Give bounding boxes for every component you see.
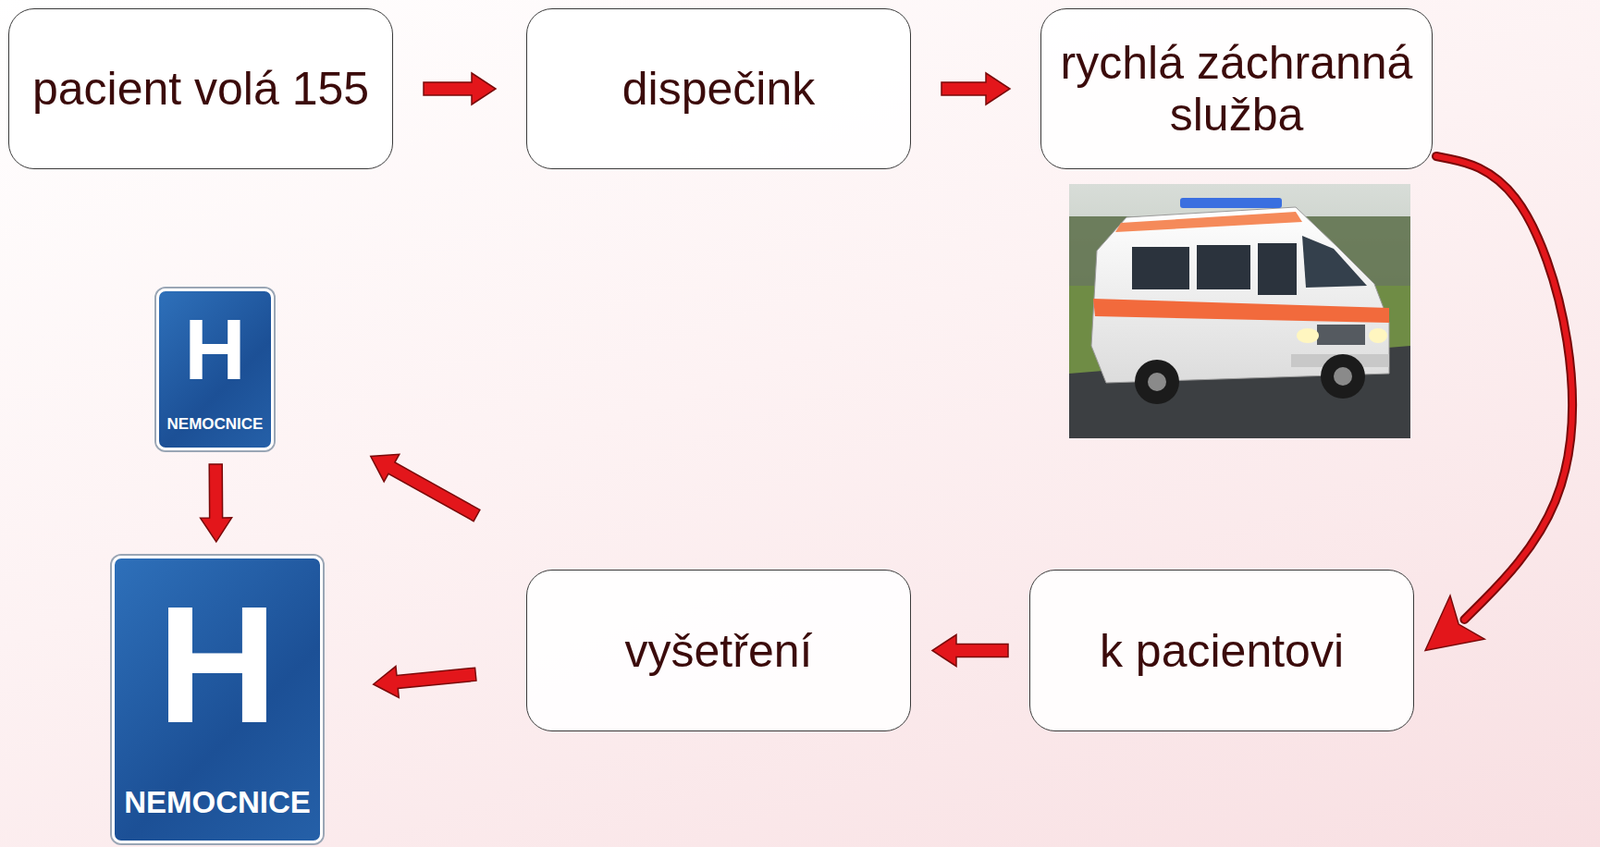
van-headlight	[1368, 328, 1388, 344]
step-label: k pacientovi	[1099, 625, 1344, 677]
block-arrow	[941, 73, 1010, 105]
process-box: vyšetření	[526, 569, 911, 732]
step-label: rychlá záchranná služba	[1052, 36, 1421, 141]
block-arrow	[370, 454, 480, 521]
van-window	[1257, 243, 1297, 296]
flow-arrow	[373, 666, 477, 699]
arrow-outline	[1436, 156, 1573, 620]
block-arrow	[932, 635, 1009, 667]
van-hub	[1333, 367, 1353, 386]
van-side-stripe	[1093, 298, 1390, 323]
flow-arrow	[423, 73, 496, 105]
block-arrow	[373, 666, 477, 699]
arrow-shaft	[1436, 156, 1573, 620]
step-label: dispečink	[622, 62, 815, 115]
block-arrow	[200, 464, 233, 542]
van-wheel	[1320, 354, 1366, 399]
van-top-stripe	[1115, 211, 1303, 233]
hospital-sign: H NEMOCNICE	[156, 288, 274, 451]
flow-arrow	[932, 635, 1009, 667]
process-box: dispečink	[526, 8, 911, 170]
van-window	[1132, 246, 1190, 290]
van-lightbar	[1180, 197, 1282, 209]
flow-arrow	[370, 454, 480, 521]
flow-arrow	[200, 464, 233, 542]
process-box: pacient volá 155	[8, 8, 394, 170]
step-label: vyšetření	[625, 625, 813, 677]
process-box: k pacientovi	[1029, 569, 1415, 732]
flow-arrow	[1425, 156, 1573, 652]
van-headlight	[1296, 328, 1319, 344]
flow-arrow	[941, 73, 1010, 105]
sign-letter: H	[157, 581, 278, 749]
van-windshield	[1302, 235, 1367, 288]
van-window	[1196, 245, 1251, 290]
step-label: pacient volá 155	[32, 62, 370, 115]
van-grille	[1316, 324, 1366, 345]
arrow-head	[1425, 595, 1485, 651]
van-hub	[1147, 372, 1167, 392]
process-box: rychlá záchranná služba	[1040, 8, 1433, 170]
hospital-sign: H NEMOCNICE	[111, 555, 323, 844]
ambulance-photo	[1069, 184, 1411, 439]
photo-sky	[1069, 184, 1411, 439]
sign-label: NEMOCNICE	[123, 787, 311, 818]
sign-letter: H	[184, 307, 246, 393]
block-arrow	[423, 73, 496, 105]
van-wheel	[1134, 359, 1180, 405]
sign-label: NEMOCNICE	[167, 416, 264, 432]
